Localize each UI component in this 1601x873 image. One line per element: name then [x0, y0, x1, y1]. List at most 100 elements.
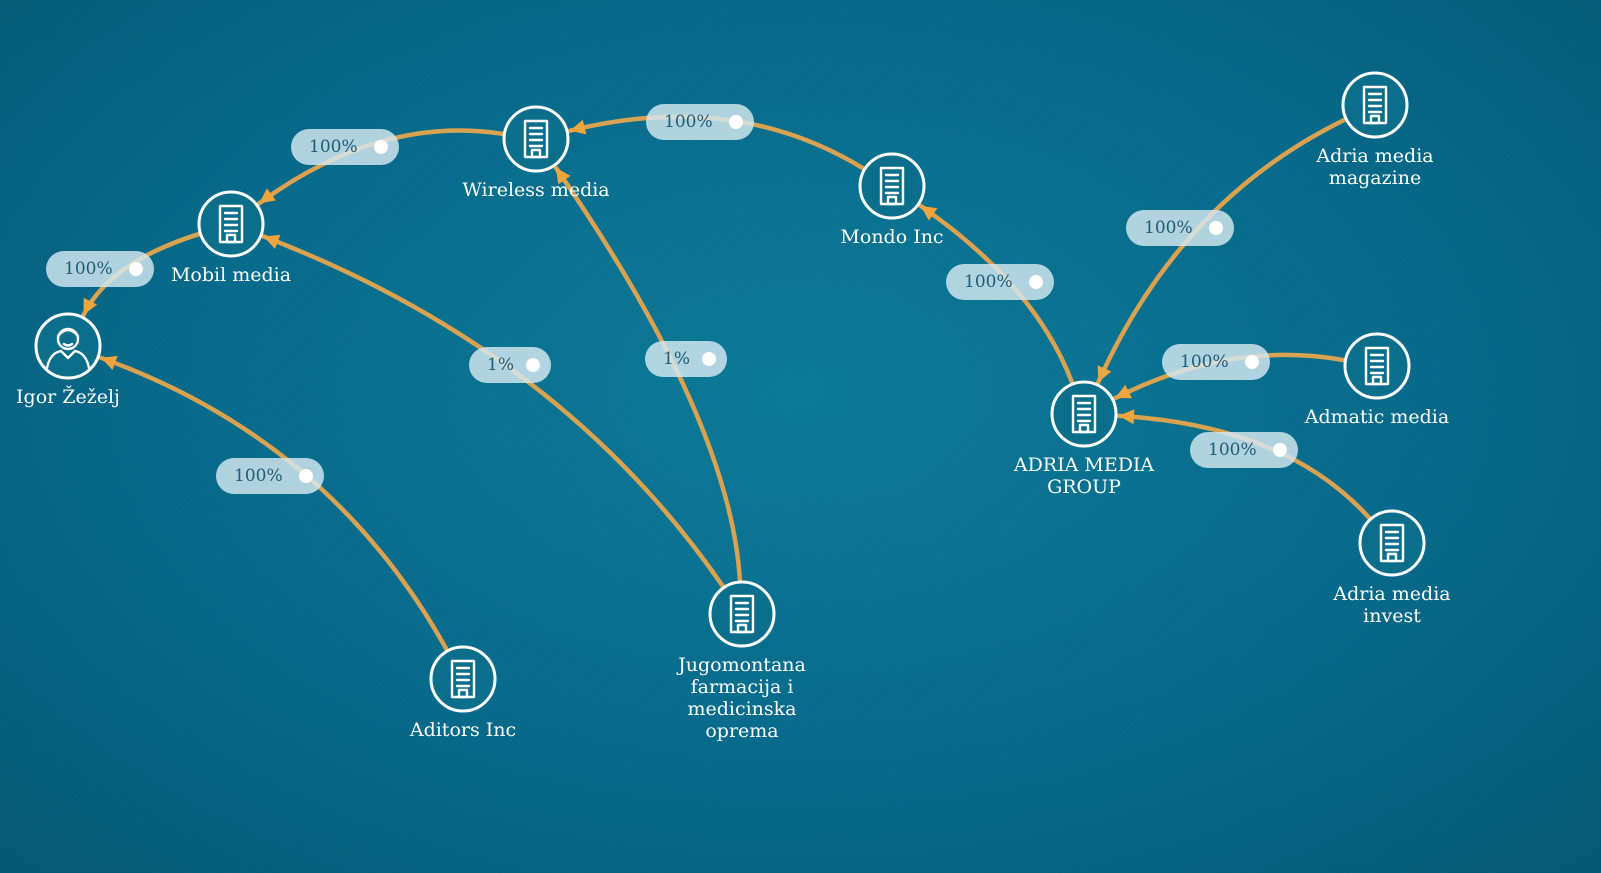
ownership-badge[interactable]: 100% [291, 129, 399, 165]
ownership-badge[interactable]: 100% [46, 251, 154, 287]
badge-dot-icon [129, 262, 143, 276]
edge-adria_magazine-to-adria_group [1096, 117, 1347, 385]
ownership-badge[interactable]: 1% [469, 347, 551, 383]
building-icon [218, 204, 244, 244]
node-label: ADRIA MEDIA [1013, 454, 1155, 476]
badge-dot-icon [374, 140, 388, 154]
badge-background [1190, 432, 1298, 468]
arrowhead-icon [100, 355, 118, 370]
badge-background [645, 341, 727, 377]
badge-dot-icon [729, 115, 743, 129]
ownership-badge[interactable]: 100% [646, 104, 754, 140]
building-icon [523, 119, 549, 159]
ownership-badge[interactable]: 1% [645, 341, 727, 377]
badges-layer: 100% 100% 100% 1% 1% 100% 100% 100% 100% 100% [46, 104, 1298, 494]
ownership-badge[interactable]: 100% [946, 264, 1054, 300]
edge-jugomontana-to-mobil [261, 234, 725, 589]
edge-line [261, 234, 725, 589]
node-label: Adria media [1332, 583, 1450, 605]
node-label: Wireless media [462, 179, 609, 201]
arrowhead-icon [83, 297, 98, 315]
node-label: GROUP [1047, 476, 1121, 498]
edge-line [1096, 117, 1347, 385]
building-door [530, 148, 542, 159]
node-label: farmacija i [691, 676, 794, 698]
node-label: medicinska [687, 698, 796, 720]
arrowhead-icon [259, 188, 276, 204]
badge-background [46, 251, 154, 287]
building-door [1078, 423, 1090, 434]
building-icon [1362, 85, 1388, 125]
ownership-percentage: 100% [664, 112, 713, 132]
ownership-percentage: 100% [964, 272, 1013, 292]
edge-aditors-to-igor [98, 355, 449, 652]
badge-dot-icon [702, 352, 716, 366]
building-door [1369, 114, 1381, 125]
building-door [457, 688, 469, 699]
building-icon [1364, 346, 1390, 386]
ownership-percentage: 1% [663, 349, 690, 369]
badge-background [1126, 210, 1234, 246]
node-wireless[interactable]: Wireless media [462, 105, 610, 201]
ownership-percentage: 100% [309, 137, 358, 157]
ownership-badge[interactable]: 100% [216, 458, 324, 494]
badge-background [216, 458, 324, 494]
badge-dot-icon [1245, 355, 1259, 369]
badge-background [291, 129, 399, 165]
person-hair [56, 328, 80, 338]
badge-dot-icon [1273, 443, 1287, 457]
arrowhead-icon [1097, 365, 1112, 383]
building-icon [450, 659, 476, 699]
building-icon [879, 166, 905, 206]
badge-dot-icon [1209, 221, 1223, 235]
ownership-percentage: 100% [1208, 440, 1257, 460]
ownership-badge[interactable]: 100% [1162, 344, 1270, 380]
node-label: invest [1363, 605, 1421, 627]
badge-background [646, 104, 754, 140]
ownership-percentage: 100% [1144, 218, 1193, 238]
arrowhead-icon [920, 205, 938, 221]
person-smile [62, 342, 74, 347]
building-door [736, 623, 748, 634]
building-door [1386, 552, 1398, 563]
node-label: oprema [705, 720, 778, 742]
building-door [225, 233, 237, 244]
ownership-percentage: 100% [234, 466, 283, 486]
arrowhead-icon [569, 119, 587, 135]
node-label: Aditors Inc [409, 719, 516, 741]
badge-background [469, 347, 551, 383]
ownership-badge[interactable]: 100% [1190, 432, 1298, 468]
node-label: Adria media [1315, 145, 1433, 167]
arrowhead-icon [1118, 409, 1135, 425]
arrowhead-icon [1115, 384, 1132, 399]
node-label: magazine [1329, 167, 1421, 189]
node-mobil[interactable]: Mobil media [171, 190, 291, 286]
node-label: Mobil media [171, 264, 291, 286]
node-admatic[interactable]: Admatic media [1304, 332, 1449, 428]
node-igor[interactable]: Igor Žeželj [16, 312, 120, 408]
node-label: Mondo Inc [840, 226, 943, 248]
ownership-percentage: 1% [487, 355, 514, 375]
arrowhead-icon [263, 234, 281, 249]
edge-jugomontana-to-wireless [553, 165, 743, 583]
node-label: Admatic media [1304, 406, 1449, 428]
badge-dot-icon [299, 469, 313, 483]
ownership-percentage: 100% [64, 259, 113, 279]
building-icon [1071, 394, 1097, 434]
node-label: Jugomontana [676, 654, 806, 676]
badge-background [1162, 344, 1270, 380]
ownership-badge[interactable]: 100% [1126, 210, 1234, 246]
nodes-layer: Igor Žeželj Mobil media Wireless mediaMond… [16, 71, 1451, 742]
node-label: Igor Žeželj [16, 385, 120, 408]
arrowhead-icon [555, 167, 571, 185]
edges-layer [81, 114, 1372, 652]
badge-dot-icon [1029, 275, 1043, 289]
building-door [1371, 375, 1383, 386]
building-door [886, 195, 898, 206]
node-aditors[interactable]: Aditors Inc [409, 645, 516, 741]
node-mondo[interactable]: Mondo Inc [840, 152, 944, 248]
